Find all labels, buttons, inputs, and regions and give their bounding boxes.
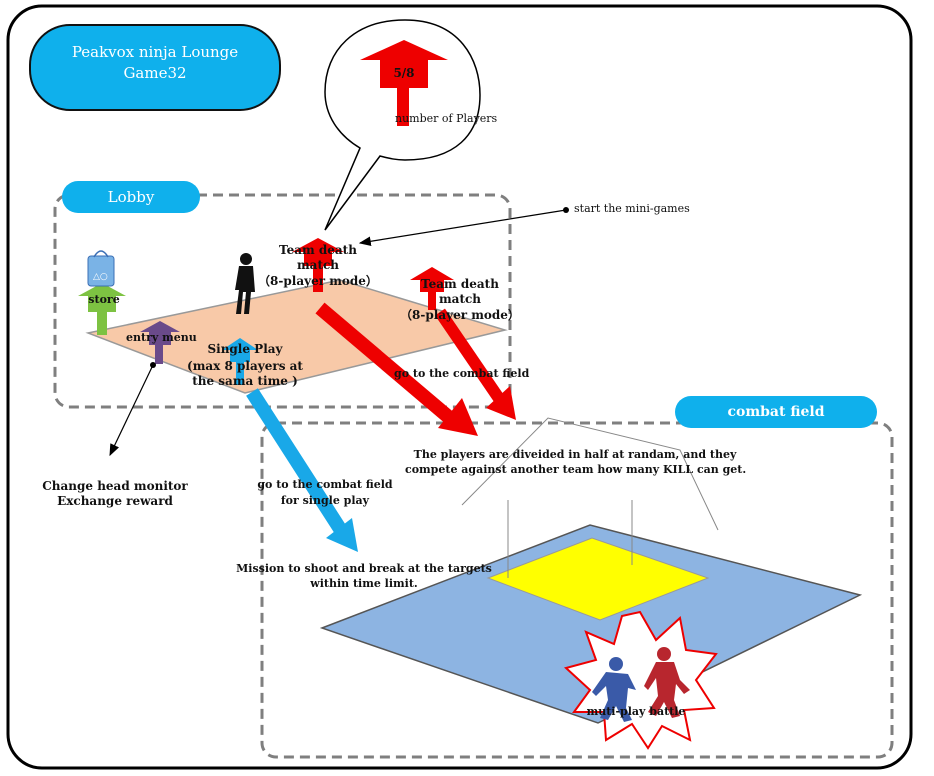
callout-caption: number of Players — [395, 112, 498, 125]
go-combat-single-line-1: go to the combat field — [257, 478, 393, 491]
single-play-marker — [222, 338, 258, 385]
lobby-floor — [85, 279, 508, 394]
callout-value: 5/8 — [393, 66, 415, 80]
team-description-line-1: The players are diveided in half at rand… — [413, 448, 737, 461]
arrow-to-combat-red-2 — [435, 308, 516, 420]
arrow-to-combat-red-1 — [315, 302, 478, 436]
pointer-entry-dot — [150, 362, 156, 368]
team-description-line-2: compete against another team how many KI… — [405, 463, 747, 476]
title-pill-shape — [29, 24, 281, 111]
go-combat-label: go to the combat field — [394, 367, 530, 380]
battle-label: muti-play battle — [586, 705, 686, 718]
arrow-to-single-play — [246, 388, 358, 552]
lobby-label: Lobby — [107, 188, 155, 206]
title-line-2: Game32 — [123, 64, 187, 82]
team-match-2-line-1: Team death — [421, 277, 499, 291]
entry-menu-marker — [140, 321, 180, 364]
team-match-marker-2 — [410, 267, 454, 310]
combat-floor — [319, 524, 863, 724]
start-minigames-label: start the mini-games — [574, 202, 690, 215]
pointer-start-dot — [563, 207, 569, 213]
svg-text:△○: △○ — [93, 272, 108, 282]
house-outline — [461, 417, 719, 531]
go-combat-single-line-2: for single play — [280, 494, 370, 507]
callout-house-arrow — [360, 40, 448, 126]
target-zone — [486, 537, 710, 621]
lobby-pill-shape — [62, 181, 200, 213]
mission-line-1: Mission to shoot and break at the target… — [236, 562, 492, 575]
change-head-line-2: Exchange reward — [57, 494, 173, 508]
combat-field-label: combat field — [727, 404, 825, 420]
team-match-2-line-3: （8-player mode） — [400, 308, 520, 322]
title-line-1: Peakvox ninja Lounge — [71, 43, 239, 61]
store-label: store — [88, 293, 120, 306]
combat-region — [260, 421, 894, 759]
store-marker: △○ — [78, 250, 126, 335]
pointer-entry-menu — [109, 364, 154, 457]
fighter-blue — [592, 657, 636, 722]
single-play-title: Single Play — [207, 342, 283, 356]
ninja-silhouette — [235, 253, 255, 314]
team-match-1-line-1: Team death — [279, 243, 357, 257]
outer-frame — [6, 4, 913, 770]
team-match-2-line-2: match — [438, 292, 482, 306]
entry-menu-label: entry menu — [126, 331, 197, 344]
single-play-desc-2: the sama time ) — [192, 374, 298, 388]
team-match-1-line-3: （8-player mode） — [258, 274, 378, 288]
team-match-1-line-2: match — [296, 258, 340, 272]
single-play-desc-1: (max 8 players at — [187, 359, 303, 373]
combat-pill-shape — [675, 396, 877, 428]
change-head-line-1: Change head monitor — [42, 479, 188, 493]
lobby-region — [53, 193, 512, 409]
team-match-marker-1 — [292, 238, 344, 292]
mission-line-2: within time limit. — [310, 577, 418, 590]
pointer-start-minigames — [358, 209, 567, 247]
fighter-red — [644, 647, 690, 718]
